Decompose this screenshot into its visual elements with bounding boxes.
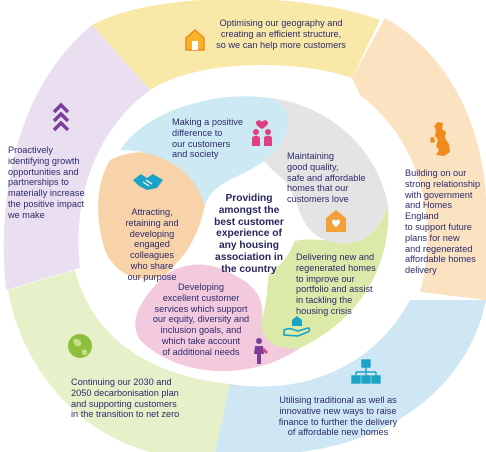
outer-segment-decarbonisation — [8, 270, 230, 452]
inner-text-colleagues: Attracting, retaining and developing eng… — [125, 207, 179, 282]
inner-segment-difference — [120, 96, 291, 205]
outer-text-government: Building on our strong relationship with… — [405, 168, 481, 276]
hand-house-icon — [283, 316, 311, 337]
chevrons-up-icon — [52, 102, 70, 132]
globe-icon — [68, 334, 92, 358]
accessibility-icon — [254, 338, 268, 364]
inner-segment-services — [135, 264, 300, 372]
outer-text-decarbonisation: Continuing our 2030 and 2050 decarbonisa… — [71, 377, 180, 420]
outer-text-finance: Utilising traditional as well as innovat… — [278, 395, 398, 438]
house-heart-icon — [326, 210, 346, 232]
outer-text-geography: Optimising our geography and creating an… — [216, 18, 346, 50]
outer-ring — [3, 0, 486, 452]
inner-segment-delivering — [260, 205, 389, 350]
inner-segment-colleagues — [98, 152, 205, 279]
inner-ring — [98, 96, 389, 372]
center-title: Providing amongst the best customer expe… — [214, 193, 284, 275]
house-icon — [185, 28, 205, 51]
uk-map-icon — [430, 122, 450, 156]
org-chart-icon — [351, 359, 381, 384]
people-heart-icon — [252, 120, 272, 146]
inner-segment-homes — [262, 98, 388, 244]
inner-text-delivering: Delivering new and regenerated homes to … — [296, 252, 376, 316]
center-shape — [172, 162, 298, 290]
inner-text-difference: Making a positive difference to our cust… — [172, 117, 243, 160]
inner-text-homes: Maintaining good quality, safe and affor… — [287, 151, 366, 205]
handshake-icon — [133, 174, 163, 190]
outer-segment-geography — [92, 0, 380, 90]
outer-segment-government — [352, 18, 486, 300]
outer-segment-finance — [215, 300, 486, 452]
outer-text-growth: Proactively identifying growth opportuni… — [8, 145, 85, 220]
outer-segment-growth — [3, 25, 150, 290]
inner-text-services: Developing excellent customer services w… — [152, 282, 250, 357]
